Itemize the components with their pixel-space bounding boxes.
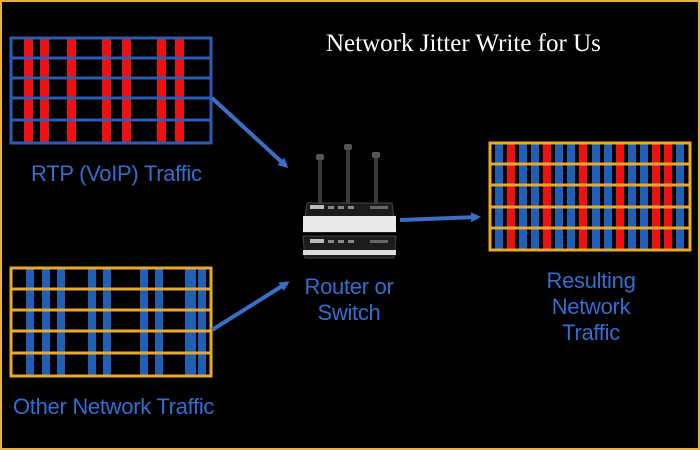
- rtp-packet: [67, 38, 76, 143]
- rtp-packet: [543, 143, 551, 250]
- resulting-label-line: Network: [551, 293, 631, 319]
- arrow-icon: [399, 212, 481, 223]
- other-packet: [604, 143, 612, 250]
- rtp-packet: [616, 143, 624, 250]
- router-label: Router or Switch: [296, 274, 402, 326]
- arrow-icon: [210, 96, 289, 169]
- result-lane-border: [488, 141, 692, 252]
- other-traffic-lane: [9, 266, 213, 378]
- other-packet: [42, 268, 50, 376]
- arrow-icon: [210, 281, 290, 332]
- other-packet: [198, 268, 206, 376]
- other-packet: [103, 268, 111, 376]
- other-packet: [495, 143, 503, 250]
- router-icon: [302, 144, 397, 259]
- rtp-traffic-lane: [9, 36, 213, 145]
- other-packet: [155, 268, 163, 376]
- other-lane-border: [9, 266, 213, 378]
- other-packet: [57, 268, 65, 376]
- other-packet: [88, 268, 96, 376]
- other-packet-group: [26, 268, 206, 376]
- rtp-packet: [507, 143, 515, 250]
- resulting-label-line: Resulting: [546, 268, 636, 293]
- other-packet: [555, 143, 563, 250]
- rtp-traffic-label: RTP (VoIP) Traffic: [31, 161, 202, 186]
- rtp-packet: [652, 143, 660, 250]
- other-packet: [188, 268, 196, 376]
- rtp-packet: [122, 38, 131, 143]
- other-packet: [592, 143, 600, 250]
- rtp-packet: [579, 143, 587, 250]
- rtp-packet: [40, 38, 49, 143]
- other-packet: [519, 143, 527, 250]
- resulting-traffic-label: Resulting Network Traffic: [526, 268, 656, 346]
- rtp-packet: [175, 38, 184, 143]
- rtp-packet-group: [24, 38, 184, 143]
- result-packet-group: [495, 143, 684, 250]
- other-packet: [676, 143, 684, 250]
- other-traffic-label: Other Network Traffic: [13, 394, 215, 419]
- other-packet: [26, 268, 34, 376]
- rtp-lane-border: [9, 36, 213, 145]
- router-label-line: Router or: [304, 274, 394, 299]
- resulting-traffic-lane: [488, 141, 692, 252]
- rtp-packet: [24, 38, 33, 143]
- rtp-packet: [664, 143, 672, 250]
- other-packet: [140, 268, 148, 376]
- router-label-line: Switch: [317, 299, 381, 325]
- resulting-label-line: Traffic: [562, 319, 620, 345]
- other-packet: [531, 143, 539, 250]
- rtp-packet: [102, 38, 111, 143]
- other-packet: [628, 143, 636, 250]
- other-packet: [640, 143, 648, 250]
- page-title: Network Jitter Write for Us: [326, 30, 601, 57]
- rtp-packet: [157, 38, 166, 143]
- other-packet: [567, 143, 575, 250]
